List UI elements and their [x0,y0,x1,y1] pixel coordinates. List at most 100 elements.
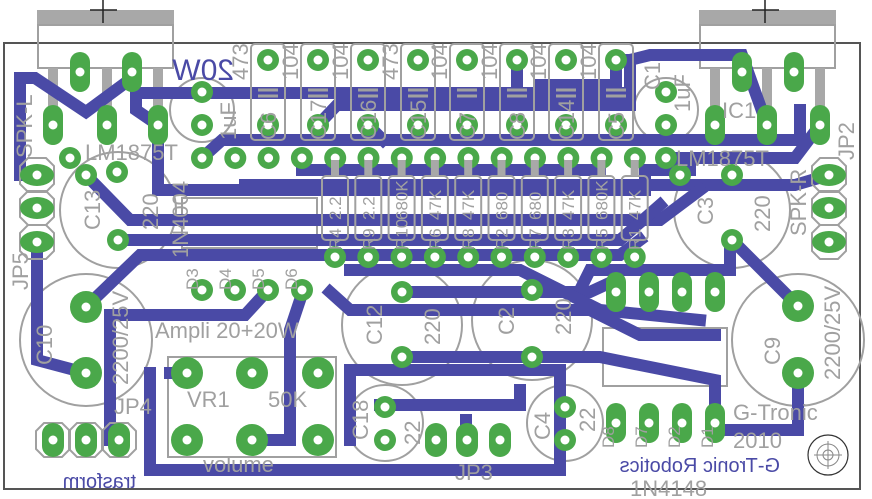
ic-right-label: LM1875T [676,146,769,171]
pad-hole [710,287,720,297]
pad-hole [824,237,834,247]
pad-hole [397,252,407,262]
capacitor-value: 104 [328,43,353,80]
pad-hole [197,120,207,130]
pad-hole [462,55,472,65]
pad-hole [263,55,273,65]
pad-hole [363,252,373,262]
pad-hole [824,203,834,213]
pad-hole [677,418,687,428]
board-outline [3,42,861,490]
capacitor-symbol [258,88,278,98]
jp3-label: JP3 [455,460,493,485]
resistor-lead [331,160,339,176]
capacitor-outline [548,43,584,141]
c2-label: C2 [494,307,519,335]
pad-hole [815,120,825,130]
pad-hole [793,368,803,378]
resistor-name: R5 [592,228,611,250]
capacitor-name: C14 [554,100,579,140]
capacitor-outline [350,43,386,141]
pad-hole [431,435,441,445]
header-outline [101,422,137,458]
pad-hole [102,120,112,130]
pad-hole [330,252,340,262]
resistor-value: 47K [459,189,478,220]
c10-value: 2200/25V [108,290,133,385]
resistor-value: 680 [526,192,545,220]
capacitor-value: 473 [228,43,253,80]
pad-hole [677,287,687,297]
pads [19,49,847,458]
capacitor-outline [400,43,436,141]
c12-label: C12 [362,305,387,345]
pad-hole [661,120,671,130]
c12-value: 220 [420,308,445,345]
pad-hole [397,352,407,362]
pad-hole [661,153,671,163]
pad-hole [182,435,192,445]
pad-hole [710,120,720,130]
pad-hole [48,435,58,445]
rectifier-label: 1N4004 [168,181,193,258]
c10-label: C10 [32,325,57,365]
capacitor-value: 104 [576,43,601,80]
pad-hole [644,418,654,428]
header-outline [19,224,55,260]
pad-hole [65,153,75,163]
pad-hole [413,120,423,130]
capacitor-value: 104 [427,43,452,80]
volume-label: volume [203,452,274,477]
capacitor-symbol [606,88,626,98]
resistor-value: 2.2 [359,196,378,220]
pad-hole [530,252,540,262]
pad-hole [727,235,737,245]
pad-hole [824,170,834,180]
heatsink-right [699,0,836,118]
pad-hole [413,55,423,65]
pad-hole [630,252,640,262]
labels: 20W LM1875T LM1875T IC1 SPK-L SPK-R JP2 … [8,54,859,499]
pad-hole [247,435,257,445]
pad-hole [512,120,522,130]
d3-label: D3 [183,268,202,290]
pad-hole [561,55,571,65]
brand-bottom-label: G-Tronic Robotics [620,455,780,477]
pad-hole [527,352,537,362]
capacitor-symbol [408,88,428,98]
pad-hole [462,120,472,130]
resistor-name: R10 [393,219,412,250]
pad-hole [762,120,772,130]
diode-small-label: 1N4148 [630,476,707,499]
capacitor-name: C16 [356,100,381,140]
resistor-lead [397,160,406,176]
pad-hole [75,67,85,77]
capacitor-outline [449,43,485,141]
d2-label: D2 [665,426,684,448]
c3-label: C3 [693,197,718,225]
pad-hole [182,368,192,378]
jp2-label: JP2 [834,122,859,160]
pad-hole [32,170,42,180]
capacitor-symbol [556,88,576,98]
ic1-label: IC1 [722,98,756,123]
capacitor-name: C15 [406,100,431,140]
pad-hole [264,153,274,163]
pad-hole [611,418,621,428]
pad-hole [380,435,390,445]
resistor-name: R6 [426,228,445,250]
board-title: Ampli 20+20W [155,318,299,343]
c9-value: 2200/25V [820,285,845,380]
c2-value: 220 [551,298,576,335]
resistor-name: R4 [326,228,345,250]
pad-hole [644,287,654,297]
pad-hole [727,170,737,180]
pad-hole [527,285,537,295]
pad-hole [611,287,621,297]
resistor-value: 47K [626,189,645,220]
mounting-hole [807,434,849,476]
resistor-value: 680K [393,180,412,220]
pad-hole [197,285,207,295]
d1-label: D1 [698,426,717,448]
